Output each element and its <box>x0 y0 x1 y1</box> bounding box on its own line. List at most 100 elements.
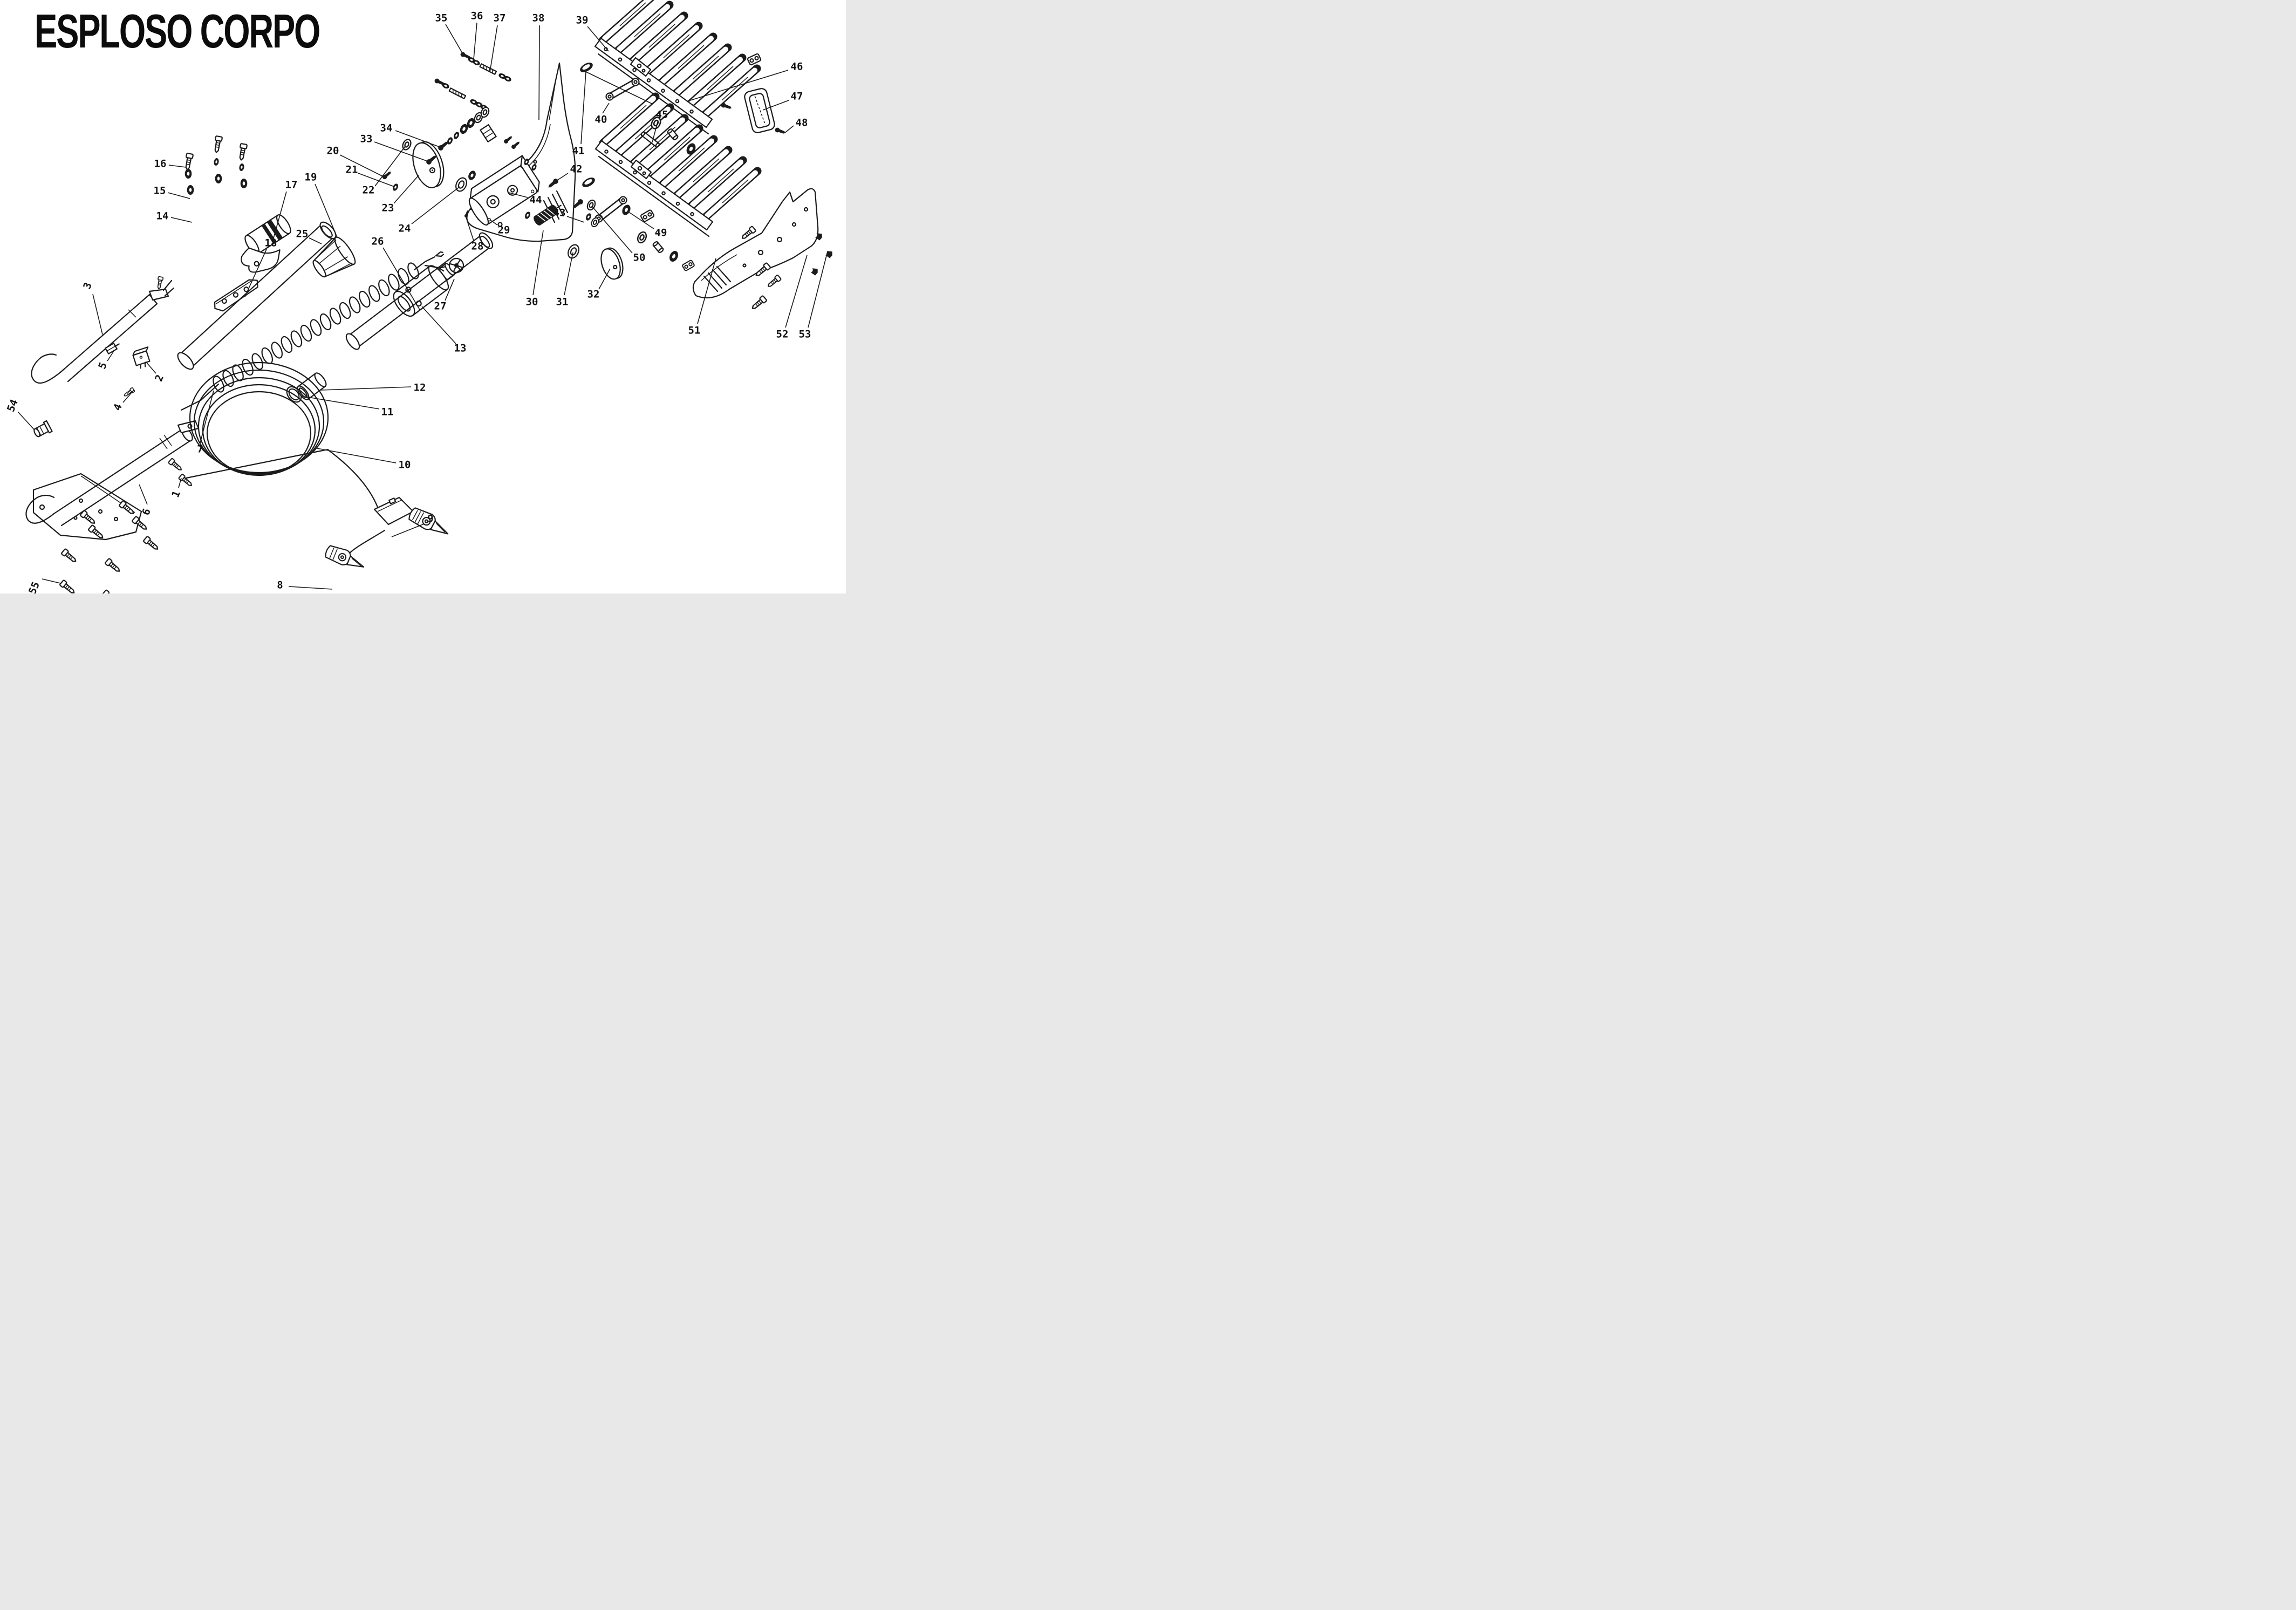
leader-line-43 <box>566 216 585 223</box>
leader-line-10 <box>317 448 397 463</box>
fastener-clevis <box>639 209 655 223</box>
callout-18: 18 <box>265 237 277 249</box>
fastener-roll <box>652 240 665 254</box>
part-terminal-block <box>132 346 151 369</box>
wire-loop <box>348 296 361 313</box>
leader-line-52 <box>785 255 808 328</box>
wire-loop <box>329 308 341 325</box>
leader-line-8 <box>288 586 333 590</box>
callout-37: 37 <box>494 12 506 24</box>
leader-line-37 <box>489 25 498 73</box>
fastener-boltD <box>510 140 521 150</box>
fastener-clevis <box>681 259 695 272</box>
callout-3: 3 <box>81 281 94 291</box>
callout-6: 6 <box>140 507 153 517</box>
fastener-nutD <box>184 169 192 179</box>
part-battery-clamp-small <box>325 545 365 568</box>
callout-44: 44 <box>530 194 542 206</box>
wire-loop <box>310 319 322 336</box>
callout-52: 52 <box>776 329 789 340</box>
part-switch-block <box>480 124 497 142</box>
part-elbow-cap <box>33 420 53 438</box>
callout-30: 30 <box>526 296 538 308</box>
leader-line-25 <box>309 237 322 244</box>
leader-line-50 <box>591 206 633 254</box>
hardware-fasteners <box>59 51 833 593</box>
fastener-rod <box>448 87 467 99</box>
fastener-plug <box>809 267 819 276</box>
cable-turn <box>202 384 316 476</box>
fastener-washerD <box>452 131 461 140</box>
fastener-ringM <box>565 242 582 261</box>
leader-line-24 <box>411 186 460 224</box>
cable-turn <box>189 361 329 474</box>
callout-34: 34 <box>380 122 393 134</box>
leader-line-34 <box>395 130 440 147</box>
fastener-screwO <box>60 548 79 565</box>
callout-32: 32 <box>587 289 600 301</box>
fastener-screwO <box>183 152 194 171</box>
leader-line-30 <box>532 230 544 296</box>
callout-40: 40 <box>595 114 607 126</box>
wire-loop <box>222 370 234 387</box>
callout-16: 16 <box>154 158 167 170</box>
leader-line-29 <box>490 220 498 226</box>
fastener-washerD <box>584 212 593 222</box>
callout-1: 1 <box>169 489 183 499</box>
leader-line-11 <box>300 395 380 410</box>
callout-51: 51 <box>688 325 701 337</box>
leader-line-54 <box>17 411 35 431</box>
callout-5: 5 <box>96 360 110 371</box>
callout-19: 19 <box>305 172 317 183</box>
part-lower-tube <box>345 232 494 350</box>
leader-line-32 <box>598 268 611 290</box>
leader-line-55 <box>42 578 61 584</box>
fastener-nutD <box>215 174 222 183</box>
leader-line-42 <box>555 173 569 182</box>
callout-21: 21 <box>346 164 358 176</box>
fastener-screwO <box>766 274 782 289</box>
leader-line-46 <box>686 70 789 102</box>
leader-line-14 <box>170 217 193 223</box>
part-pivot-pin <box>640 131 660 148</box>
part-worm-gear <box>534 204 562 226</box>
leader-line-6 <box>139 484 148 505</box>
callout-35: 35 <box>435 12 448 24</box>
callout-14: 14 <box>156 210 169 222</box>
callout-25: 25 <box>296 228 309 240</box>
callout-27: 27 <box>434 301 447 312</box>
callout-29: 29 <box>498 224 510 236</box>
fastener-boltD <box>774 127 787 135</box>
leader-line-21 <box>358 173 395 187</box>
part-battery-clamp-large <box>408 507 449 535</box>
page-title: ESPLOSO CORPO <box>35 4 320 58</box>
wire-loop <box>290 330 303 347</box>
wire-loop <box>242 358 254 376</box>
leader-line-53 <box>808 251 828 328</box>
callout-12: 12 <box>414 382 426 394</box>
part-gearbox <box>468 155 540 226</box>
cable-turn <box>193 369 325 475</box>
fastener-screwO <box>155 276 164 290</box>
callout-23: 23 <box>382 202 394 214</box>
wire-loop <box>407 262 419 279</box>
leader-line-2 <box>145 361 156 374</box>
leader-line-17 <box>272 191 287 241</box>
fastener-nutD <box>667 249 680 263</box>
callout-55: 55 <box>26 580 42 593</box>
fastener-nutD <box>187 185 194 195</box>
leader-line-41 <box>580 71 586 145</box>
leader-line-20 <box>339 154 385 178</box>
leader-line-12 <box>320 386 412 391</box>
callout-28: 28 <box>472 241 484 253</box>
callout-48: 48 <box>796 117 808 129</box>
part-upper-comb <box>595 0 757 134</box>
callout-42: 42 <box>570 163 583 175</box>
leader-line-16 <box>168 165 187 168</box>
leader-line-1 <box>178 477 182 488</box>
callout-22: 22 <box>363 185 375 196</box>
wire-loop <box>271 342 283 359</box>
fastener-nutD <box>467 169 477 181</box>
callout-50: 50 <box>633 252 646 264</box>
fastener-boltD <box>720 102 733 111</box>
